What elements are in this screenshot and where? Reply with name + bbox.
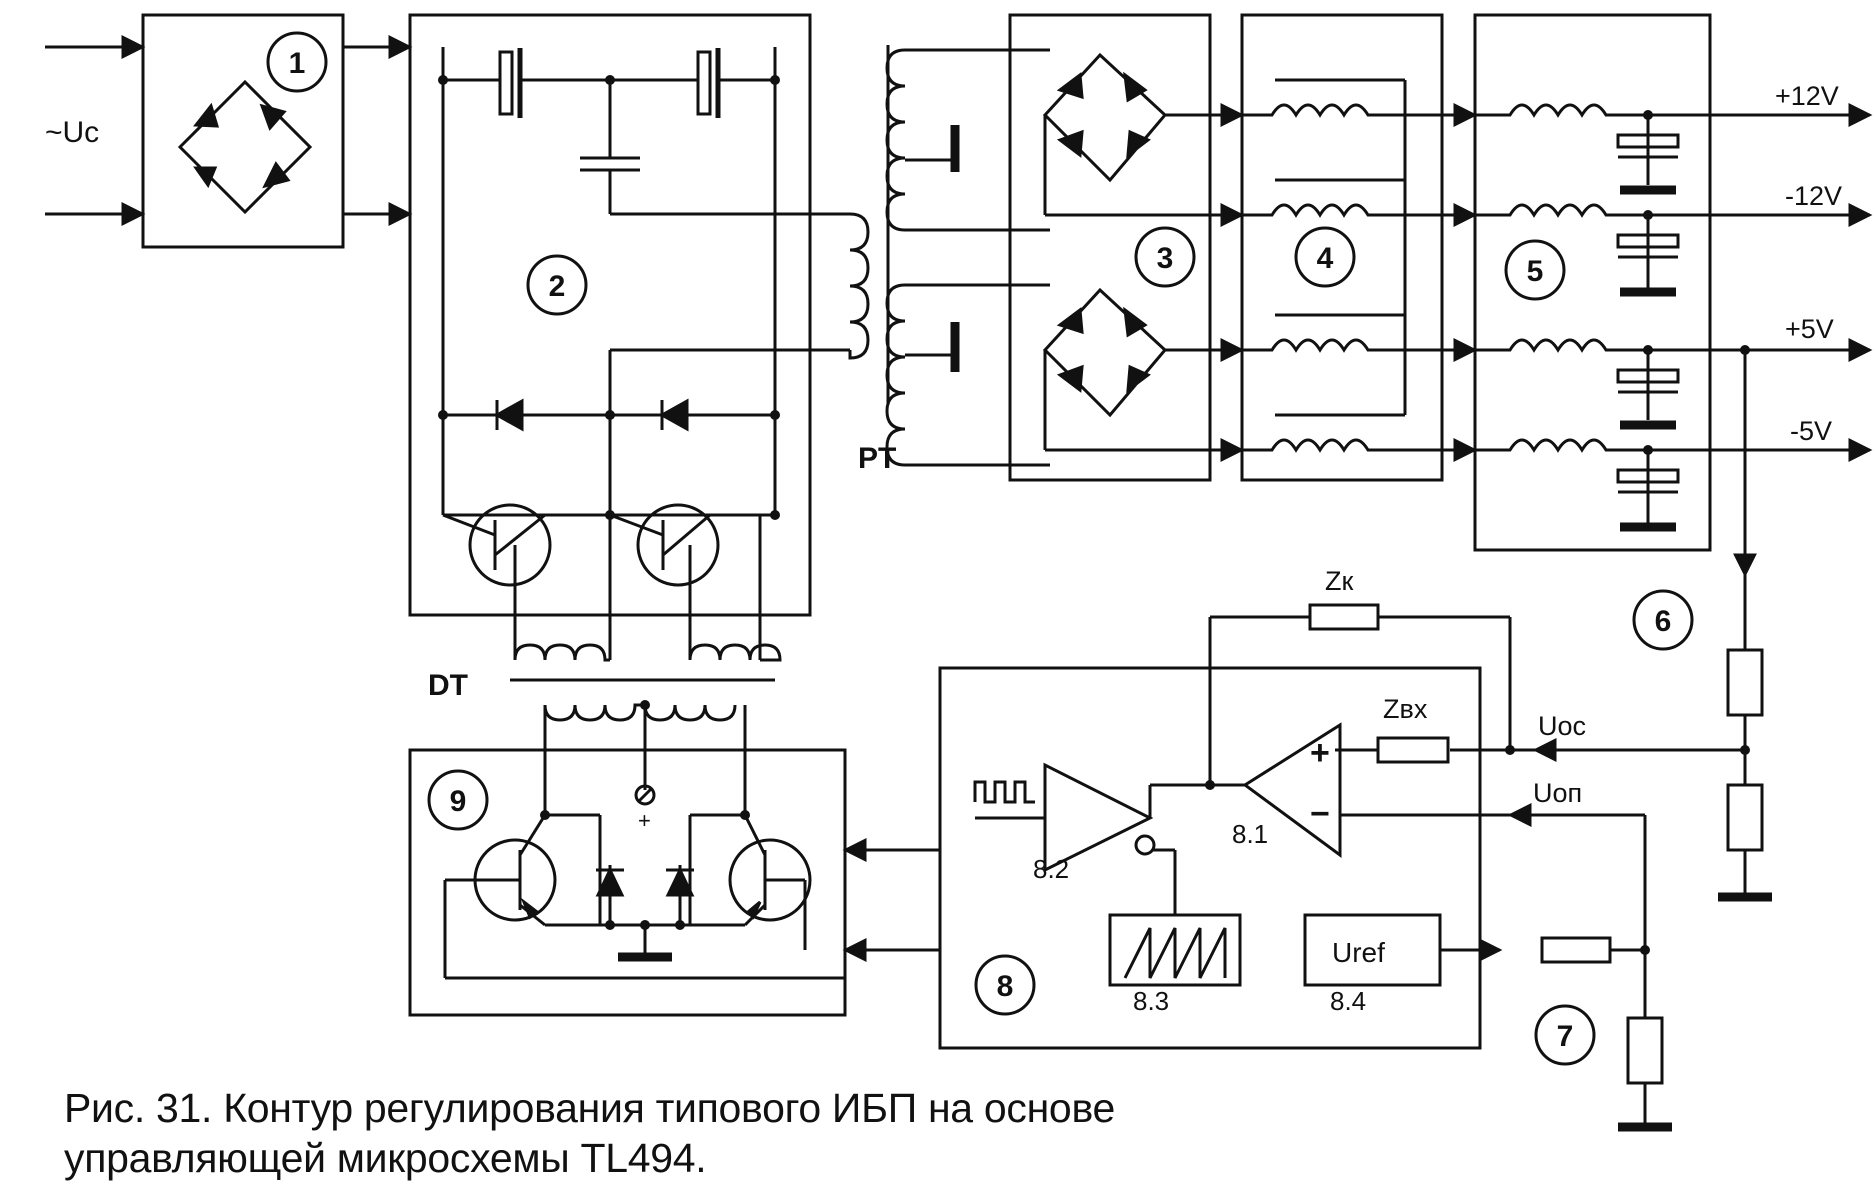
- subblock-8-2-label: 8.2: [1033, 854, 1069, 884]
- block-4-choke: [1240, 13, 1444, 482]
- output-plus12: +12V: [1775, 81, 1839, 111]
- block-7-reference-divider: [1340, 803, 1672, 1132]
- subblock-8-3-label: 8.3: [1133, 986, 1169, 1016]
- block-number-4: 4: [1317, 242, 1334, 275]
- block-number-9: 9: [450, 785, 467, 818]
- uoc-label: Uос: [1538, 711, 1586, 741]
- block-number-3: 3: [1157, 242, 1174, 275]
- block8-to-block9-arrows: [842, 838, 940, 962]
- block4-to-block5-arrows: [1442, 103, 1478, 462]
- block-8-tl494: [938, 603, 1512, 1050]
- dt-center-plus-sign: +: [638, 808, 651, 833]
- opamp-plus-sign: +: [1310, 734, 1330, 772]
- block2-junctions: [438, 75, 780, 520]
- uop-label: Uоп: [1533, 778, 1582, 808]
- opamp-minus-sign: −: [1310, 795, 1330, 833]
- output-minus12: -12V: [1785, 181, 1842, 211]
- dt-label: DT: [428, 669, 468, 702]
- input-voltage-label: ~Uc: [45, 116, 99, 149]
- block3-to-block4-arrows: [1165, 103, 1245, 462]
- block-number-1: 1: [289, 47, 306, 80]
- block-number-circles: [266, 31, 1694, 1066]
- uref-label: Uref: [1332, 937, 1385, 968]
- subblock-8-1-label: 8.1: [1232, 819, 1268, 849]
- block-3-output-rectifiers: [1008, 13, 1212, 482]
- output-plus5: +5V: [1785, 314, 1834, 344]
- block5-junctions: [1643, 110, 1750, 455]
- block1-output-arrows: [343, 35, 413, 226]
- block-5-output-filters: [1473, 13, 1873, 552]
- block-number-7: 7: [1557, 1020, 1574, 1053]
- block-number-8: 8: [997, 970, 1014, 1003]
- output-minus5: -5V: [1790, 416, 1832, 446]
- block-number-6: 6: [1655, 605, 1672, 638]
- zk-label: Zк: [1325, 566, 1353, 596]
- figure-caption: Рис. 31. Контур регулирования типового И…: [64, 1083, 1564, 1183]
- caption-line-1: Рис. 31. Контур регулирования типового И…: [64, 1085, 1115, 1131]
- subblock-8-4-label: 8.4: [1330, 986, 1366, 1016]
- power-transformer: [848, 45, 1050, 467]
- pt-label: PT: [858, 442, 896, 475]
- block-1-rectifier: [141, 13, 345, 249]
- block-6-divider: [1335, 350, 1772, 902]
- caption-line-2: управляющей микросхемы TL494.: [64, 1135, 707, 1181]
- input-lines: [45, 35, 146, 226]
- driver-transformer: [510, 643, 782, 815]
- block-number-5: 5: [1527, 255, 1544, 288]
- block-number-2: 2: [549, 270, 566, 303]
- block-2-inverter: [408, 13, 850, 660]
- zvx-label: Zвх: [1383, 694, 1428, 724]
- block-9-driver: [408, 748, 847, 1017]
